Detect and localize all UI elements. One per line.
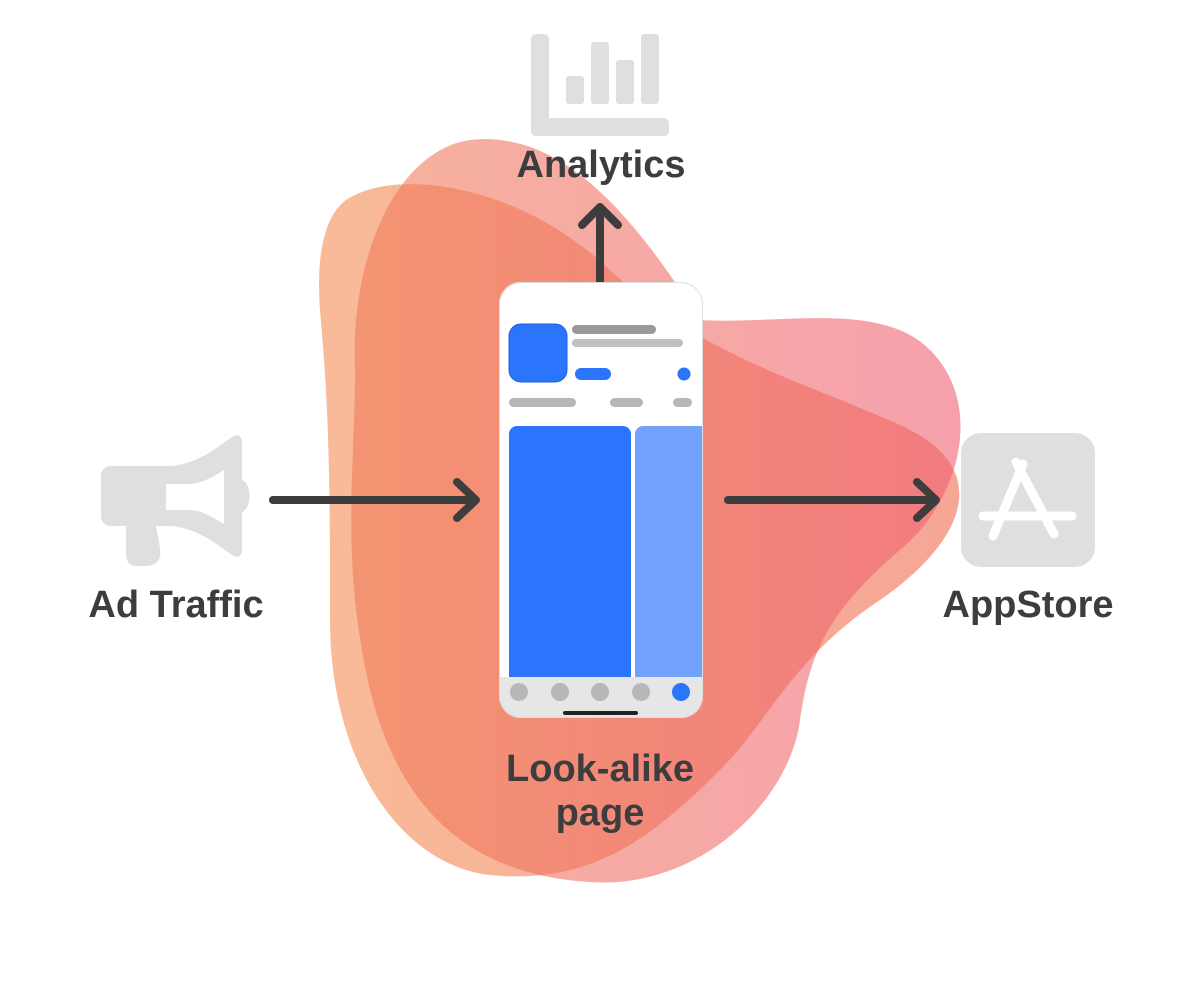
- phone-mockup: [499, 282, 703, 718]
- look-alike-page-label-line2: page: [555, 791, 645, 834]
- appstore-label: AppStore: [942, 584, 1114, 626]
- look-alike-page-label-line1: Look-alike: [506, 748, 694, 790]
- ad-traffic-label: Ad Traffic: [88, 584, 264, 626]
- analytics-label: Analytics: [516, 144, 686, 186]
- arrow-page-to-analytics: [578, 203, 622, 286]
- bar-chart-icon: [531, 34, 669, 136]
- app-icon-placeholder: [508, 323, 568, 383]
- get-button-placeholder: [575, 368, 611, 380]
- screenshot-placeholder-1: [509, 426, 631, 684]
- arrow-page-to-appstore: [724, 478, 940, 522]
- megaphone-icon: [101, 435, 250, 566]
- arrow-ad-to-page: [269, 478, 480, 522]
- app-store-icon: [961, 433, 1095, 567]
- home-indicator: [563, 711, 638, 715]
- look-alike-page-label: Look-alike page: [490, 748, 710, 835]
- screenshot-placeholder-2: [635, 426, 703, 684]
